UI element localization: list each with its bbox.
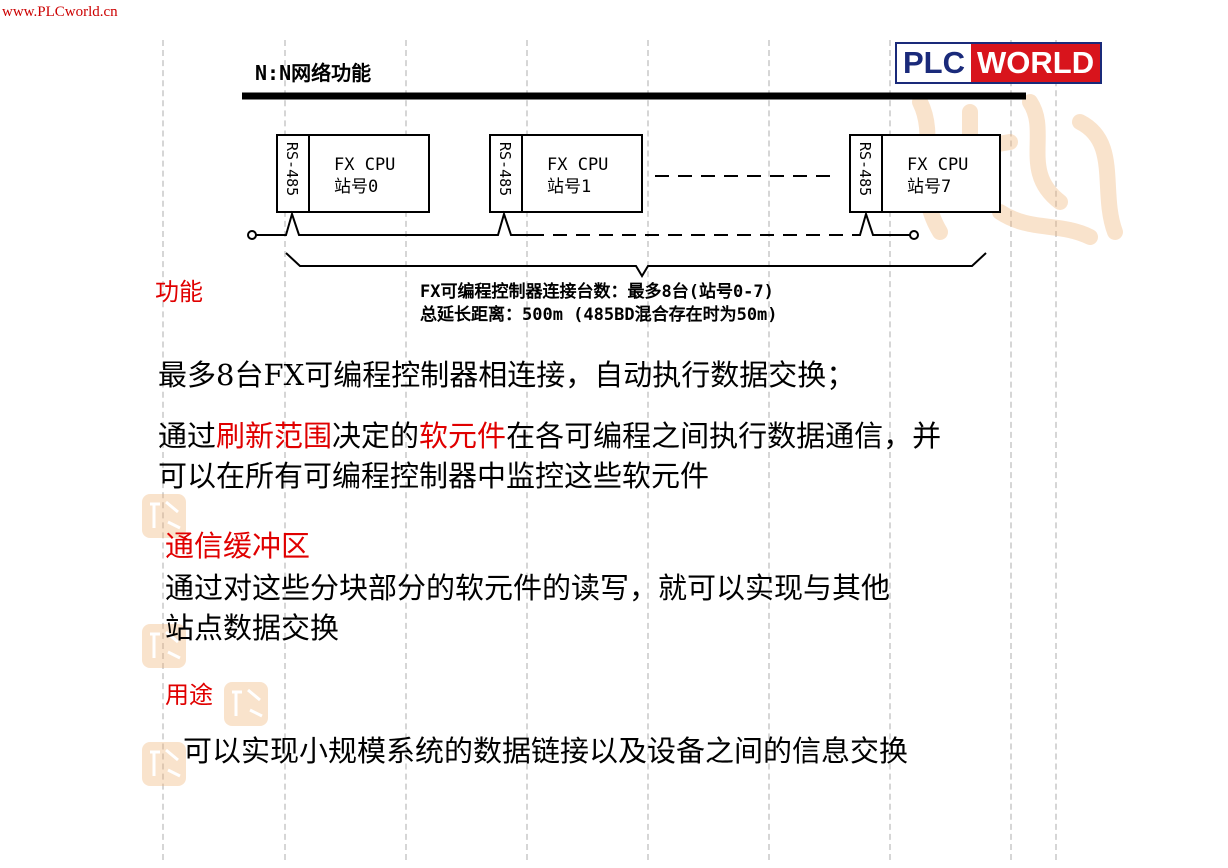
grid-line bbox=[162, 40, 164, 860]
highlight-refresh-range: 刷新范围 bbox=[216, 419, 333, 453]
grid-line bbox=[284, 40, 286, 860]
function-text-1: 最多8台FX可编程控制器相连接，自动执行数据交换； bbox=[158, 358, 856, 392]
cpu-label: FX CPU bbox=[334, 155, 395, 175]
station-number: 站号0 bbox=[334, 177, 378, 197]
rs485-label: RS-485 bbox=[496, 142, 514, 196]
seal-stamp-icon bbox=[142, 624, 186, 668]
station-number: 站号7 bbox=[907, 177, 951, 197]
logo-part-world: WORLD bbox=[971, 44, 1101, 82]
function-text-2-line2: 可以在所有可编程控制器中监控这些软元件 bbox=[158, 459, 710, 493]
rs485-label: RS-485 bbox=[283, 142, 301, 196]
seal-stamp-icon bbox=[142, 494, 186, 538]
function-text-2-pre: 通过 bbox=[158, 419, 217, 453]
seal-stamp-icon bbox=[224, 682, 268, 726]
section-label-usage: 用途 bbox=[165, 681, 213, 709]
plc-world-logo: PLC WORLD bbox=[895, 42, 1103, 84]
function-text-2: 通过刷新范围决定的软元件在各可编程之间执行数据通信，并 bbox=[158, 416, 941, 456]
section-label-buffer: 通信缓冲区 bbox=[165, 529, 311, 563]
diagram-caption-line1: FX可编程控制器连接台数：最多8台(站号0-7) bbox=[420, 281, 774, 302]
station-1: RS-485 FX CPU 站号1 bbox=[489, 134, 643, 213]
grid-line bbox=[647, 40, 649, 860]
grid-line bbox=[526, 40, 528, 860]
rs485-label: RS-485 bbox=[856, 142, 874, 196]
station-number: 站号1 bbox=[547, 177, 591, 197]
grid-line bbox=[889, 40, 891, 860]
grid-line bbox=[1010, 40, 1012, 860]
buffer-text-line1: 通过对这些分块部分的软元件的读写，就可以实现与其他 bbox=[165, 571, 891, 605]
logo-part-plc: PLC bbox=[897, 44, 971, 82]
grid-line bbox=[1055, 40, 1057, 860]
usage-text: 可以实现小规模系统的数据链接以及设备之间的信息交换 bbox=[183, 734, 909, 768]
section-label-function: 功能 bbox=[155, 278, 203, 306]
grid-line bbox=[405, 40, 407, 860]
buffer-text-line2: 站点数据交换 bbox=[165, 611, 340, 645]
seal-stamp-icon bbox=[142, 742, 186, 786]
cpu-label: FX CPU bbox=[547, 155, 608, 175]
station-0: RS-485 FX CPU 站号0 bbox=[276, 134, 430, 213]
diagram-title: N:N网络功能 bbox=[255, 61, 371, 85]
span-brace bbox=[285, 252, 987, 278]
cpu-label: FX CPU bbox=[907, 155, 968, 175]
function-text-2-post: 在各可编程之间执行数据通信，并 bbox=[506, 419, 942, 453]
network-diagram: N:N网络功能 RS-485 FX CPU 站号0 RS-485 FX CPU … bbox=[242, 61, 1026, 325]
station-7: RS-485 FX CPU 站号7 bbox=[849, 134, 1001, 213]
diagram-caption-line2: 总延长距离：500m (485BD混合存在时为50m) bbox=[420, 304, 778, 325]
site-url[interactable]: www.PLCworld.cn bbox=[2, 4, 118, 20]
function-text-2-mid: 决定的 bbox=[332, 419, 420, 453]
grid-line bbox=[768, 40, 770, 860]
highlight-soft-element: 软元件 bbox=[419, 419, 507, 453]
rs485-link-line bbox=[247, 210, 919, 240]
